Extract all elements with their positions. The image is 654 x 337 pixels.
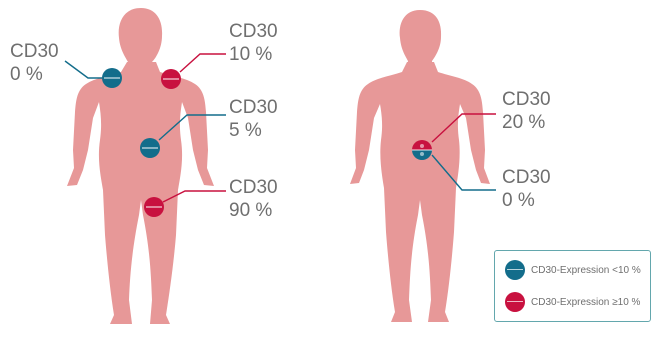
label-front-0-value: 0 % [10,63,59,86]
legend-high-dot-icon [505,292,525,312]
label-front-2-value: 5 % [229,119,278,142]
marker-back-split [412,140,432,160]
label-back-1-name: CD30 [502,166,551,189]
label-back-0-value: 20 % [502,111,551,134]
label-front-0: CD30 0 % [10,40,59,86]
connector-front-1 [180,54,226,72]
marker-front-0 [102,68,122,88]
label-front-0-name: CD30 [10,40,59,63]
back-body-figure [350,10,490,322]
label-back-0: CD30 20 % [502,88,551,134]
legend: CD30-Expression <10 % CD30-Expression ≥1… [494,250,651,322]
legend-item-low: CD30-Expression <10 % [505,259,641,281]
legend-item-high: CD30-Expression ≥10 % [505,291,640,313]
label-front-1-value: 10 % [229,43,278,66]
label-front-1-name: CD30 [229,20,278,43]
label-front-1: CD30 10 % [229,20,278,66]
label-back-1-value: 0 % [502,189,551,212]
label-front-3-value: 90 % [229,199,278,222]
front-body-figure [67,8,214,324]
legend-item-low-label: CD30-Expression <10 % [531,265,641,276]
label-front-3: CD30 90 % [229,176,278,222]
legend-low-dot-icon [505,260,525,280]
label-back-0-name: CD30 [502,88,551,111]
marker-front-2 [140,138,160,158]
back-head [400,10,441,70]
marker-front-3 [144,197,164,217]
legend-item-high-label: CD30-Expression ≥10 % [531,297,640,308]
connector-front-0 [65,61,102,78]
front-torso [67,62,214,324]
back-torso [350,62,490,322]
marker-front-1 [161,69,181,89]
label-front-2-name: CD30 [229,96,278,119]
label-front-3-name: CD30 [229,176,278,199]
label-front-2: CD30 5 % [229,96,278,142]
label-back-1: CD30 0 % [502,166,551,212]
